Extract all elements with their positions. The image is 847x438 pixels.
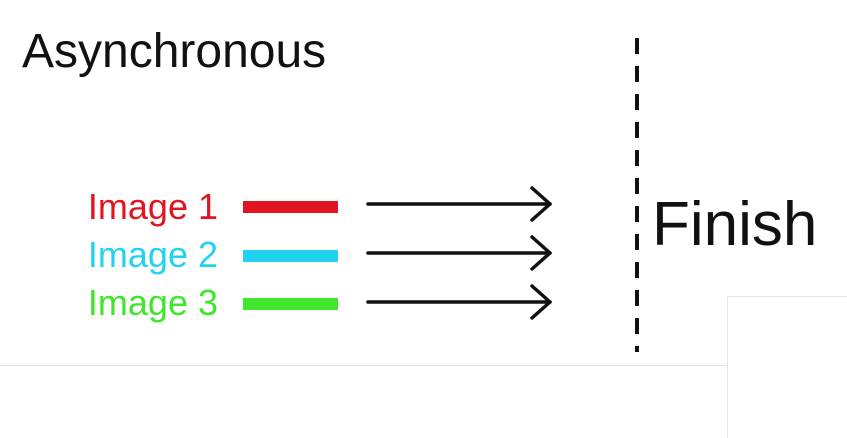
- row-bar-image-1: [243, 201, 338, 213]
- row-label-image-1: Image 1: [87, 186, 218, 227]
- row-label-image-3: Image 3: [87, 282, 218, 323]
- finish-label: Finish: [652, 190, 818, 259]
- diagram-title: Asynchronous: [22, 25, 327, 78]
- frame-edge-horizontal: [0, 365, 728, 366]
- arrow-right-icon: [366, 284, 552, 320]
- finish-divider-line: [635, 38, 639, 352]
- frame-edge-top: [727, 296, 847, 297]
- arrow-right-icon: [366, 235, 552, 271]
- arrow-right-icon: [366, 186, 552, 222]
- row-label-image-2: Image 2: [87, 234, 218, 275]
- frame-edge-vertical: [727, 296, 728, 438]
- row-bar-image-2: [243, 250, 338, 262]
- row-bar-image-3: [243, 298, 338, 310]
